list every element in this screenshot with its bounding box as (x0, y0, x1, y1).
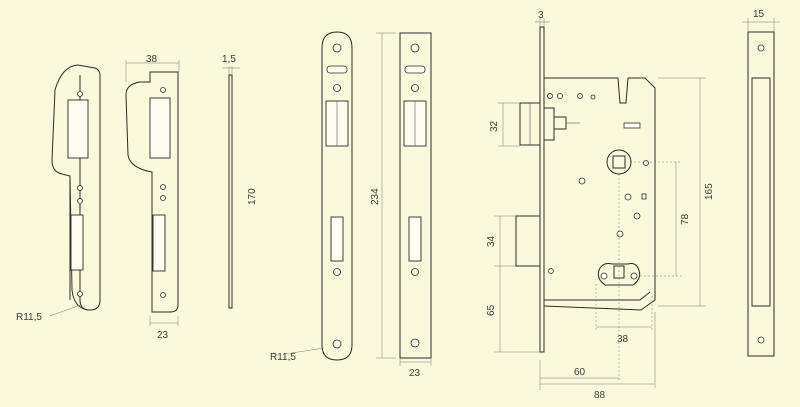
lock-body (515, 26, 656, 353)
deadbolt-height-label: 34 (486, 235, 497, 247)
key-width-label: 38 (617, 334, 629, 345)
faceplate-rounded (321, 31, 353, 361)
strike-radius-label: R11,5 (16, 312, 42, 323)
side-view (747, 31, 775, 357)
strike-thickness-label: 1,5 (222, 54, 236, 65)
strike-plate-rounded (51, 64, 101, 311)
strike-width-label: 38 (146, 54, 158, 65)
strike-length-label: 170 (247, 188, 258, 205)
faceplate-length-label: 234 (370, 188, 381, 205)
body-height-label: 165 (704, 183, 715, 200)
bottom-offset-label: 65 (486, 304, 497, 316)
case-face-label: 3 (538, 10, 544, 21)
latch-height-label: 32 (489, 120, 500, 132)
strike-foot-label: 23 (157, 330, 169, 341)
center-distance-label: 78 (680, 213, 691, 225)
side-thickness-label: 15 (753, 9, 765, 20)
backset-label: 60 (574, 367, 586, 378)
strike-plate-square (125, 71, 179, 313)
faceplate-width-label: 23 (409, 368, 421, 379)
faceplate-square (399, 32, 432, 359)
body-depth-label: 88 (594, 390, 606, 401)
strike-plate-side (228, 74, 233, 309)
faceplate-radius-label: R11,5 (270, 352, 296, 363)
